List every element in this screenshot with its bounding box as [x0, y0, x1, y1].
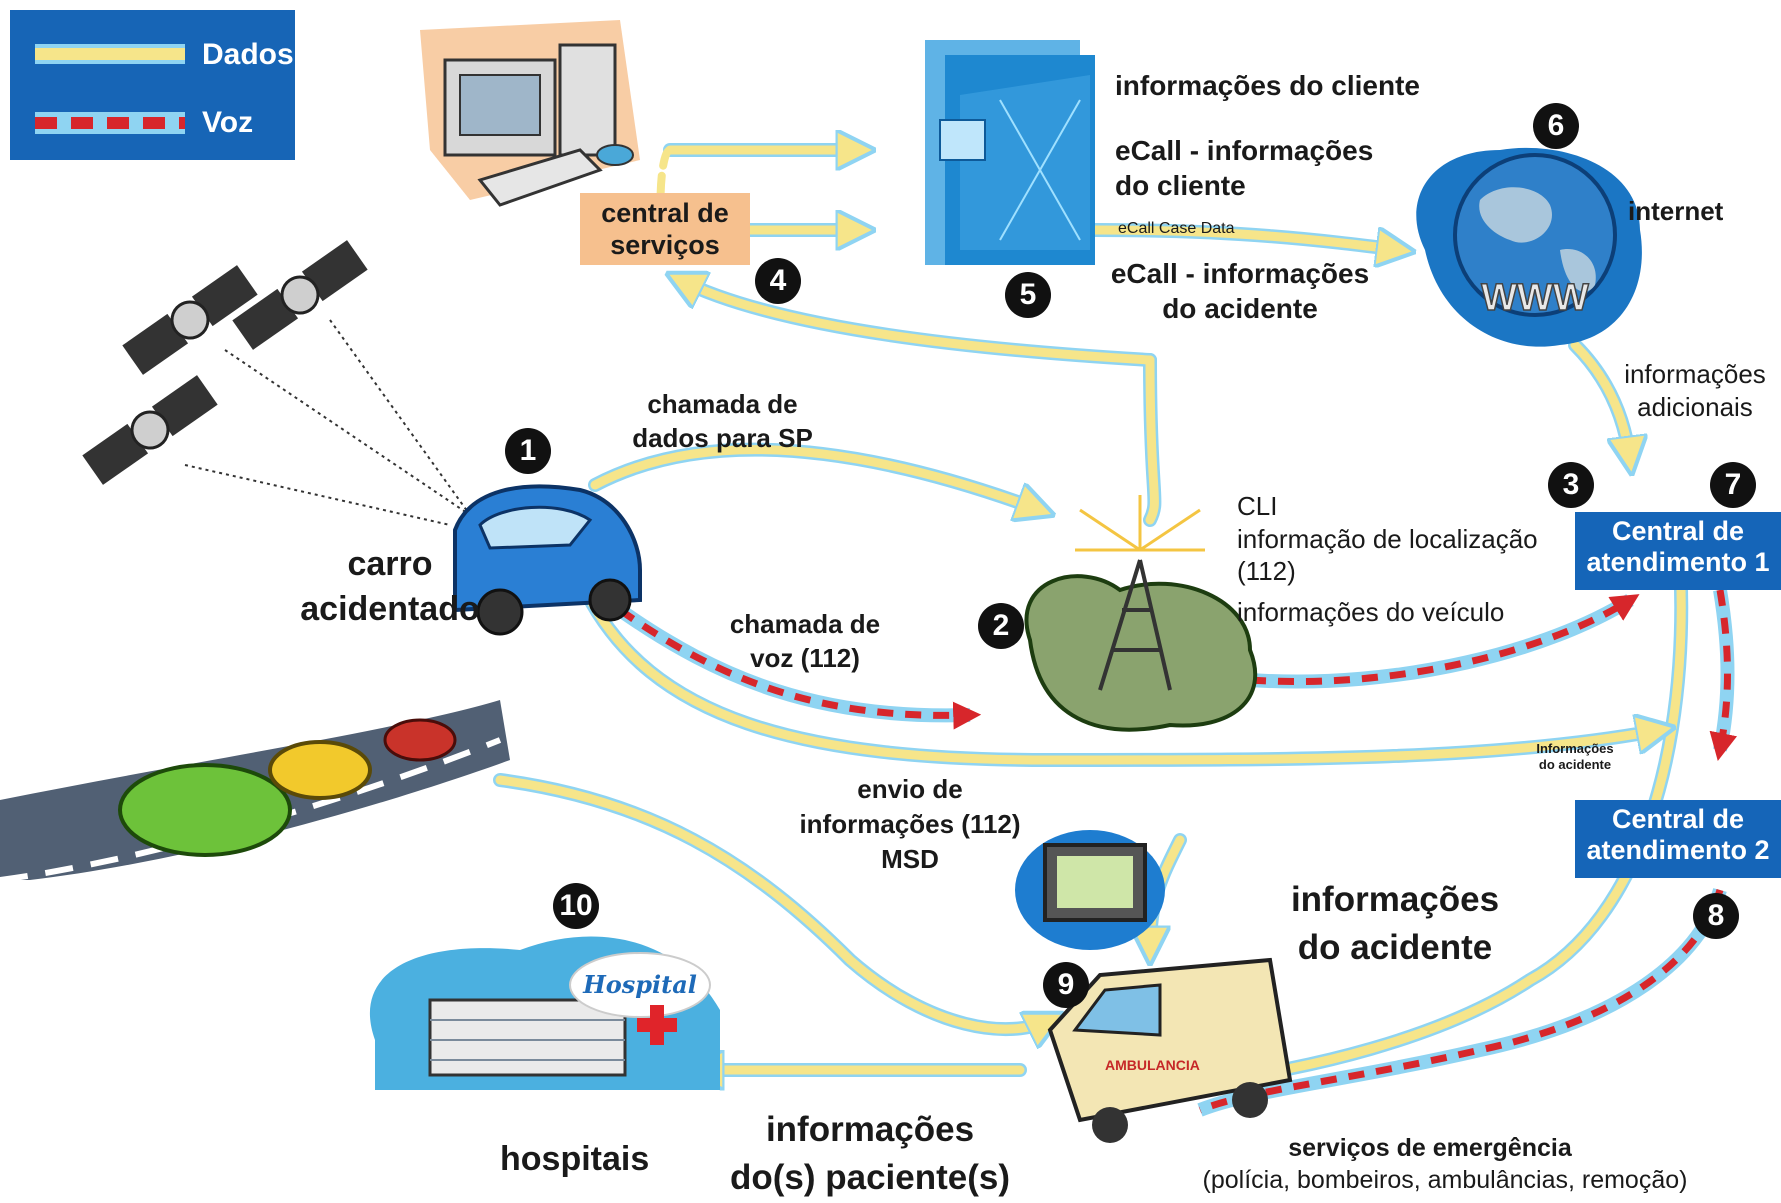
hospitals-label: hospitais: [500, 1140, 650, 1178]
emergency-services-line1: serviços de emergência: [1288, 1134, 1572, 1162]
psap-2-line1: Central de: [1611, 804, 1745, 834]
client-info-label: informações do cliente: [1115, 70, 1420, 101]
service-center-line2: serviços: [610, 230, 720, 260]
road-with-cars-icon: [0, 700, 510, 883]
step-4-badge: 4: [755, 258, 801, 304]
legend-voice-label: Voz: [202, 106, 254, 139]
ambulance-icon: AMBULANCIA: [1047, 957, 1293, 1143]
voice-call-line1: chamada de: [729, 609, 881, 639]
ecall-accident-line2: do acidente: [1162, 293, 1318, 324]
data-call-line2: dados para SP: [632, 423, 813, 453]
accident-info-line2: do acidente: [1297, 928, 1493, 967]
psap-1-line2: atendimento 1: [1586, 547, 1770, 578]
ecall-client-line1: eCall - informações: [1115, 135, 1374, 166]
step-3-badge: 3: [1548, 462, 1594, 508]
data-flows: [493, 150, 1689, 1080]
step-9-badge: 9: [1043, 962, 1089, 1008]
psap-1-box: Central de atendimento 1: [1575, 512, 1781, 590]
ecall-case-data-label: eCall Case Data: [1118, 220, 1235, 237]
crashed-car-line2: acidentado: [300, 590, 480, 628]
additional-info-line1: informações: [1624, 359, 1766, 389]
service-center-box: central de serviços: [580, 193, 750, 265]
voice-call-line2: voz (112): [750, 643, 860, 673]
crashed-car-line1: carro: [347, 545, 433, 583]
ecall-accident-line1: eCall - informações: [1110, 258, 1370, 289]
small-accident-info-line1: Informações: [1536, 741, 1614, 756]
location-info-line2: (112): [1237, 556, 1296, 586]
small-accident-info-line2: do acidente: [1538, 757, 1612, 772]
data-line-swatch: [35, 44, 185, 64]
psap-1-line1: Central de: [1611, 516, 1745, 546]
vehicle-info-label: informações do veículo: [1237, 597, 1505, 627]
satellites-icon: [82, 240, 471, 526]
internet-label: internet: [1628, 196, 1724, 226]
voice-line-swatch: [35, 112, 185, 134]
accident-info-line1: informações: [1290, 880, 1500, 919]
send-info-line1: envio de: [857, 774, 963, 804]
service-center-line1: central de: [601, 198, 729, 228]
location-info-line1: informação de localização: [1237, 524, 1538, 554]
step-7-badge: 7: [1710, 462, 1756, 508]
send-info-line2: informações (112): [799, 809, 1021, 839]
patient-info-line1: informações: [765, 1110, 975, 1149]
gps-device-icon: [1015, 830, 1165, 950]
hospital-sign-label: Hospital: [582, 970, 697, 999]
crashed-car-icon: [453, 484, 642, 636]
legend-data-label: Dados: [202, 38, 294, 71]
step-8-badge: 8: [1693, 893, 1739, 939]
step-1-badge: 1: [505, 428, 551, 474]
data-call-line1: chamada de: [647, 389, 798, 419]
step-2-badge: 2: [978, 603, 1024, 649]
cell-tower-icon: [1024, 495, 1258, 732]
additional-info-line2: adicionais: [1637, 392, 1753, 422]
computer-icon: [420, 20, 640, 207]
globe-icon: WWW: [1416, 147, 1642, 347]
step-6-badge: 6: [1533, 103, 1579, 149]
www-label: WWW: [1481, 277, 1589, 319]
step-5-badge: 5: [1005, 272, 1051, 318]
step-10-badge: 10: [553, 883, 599, 929]
ecall-client-line2: do cliente: [1115, 170, 1246, 201]
cli-label: CLI: [1237, 491, 1278, 521]
ambulance-text: AMBULANCIA: [1105, 1057, 1200, 1073]
psap-2-box: Central de atendimento 2: [1575, 800, 1781, 878]
legend-box: Dados Voz: [10, 10, 295, 160]
send-info-line3: MSD: [881, 844, 939, 874]
hospital-icon: Hospital: [369, 936, 720, 1090]
emergency-services-line2: (polícia, bombeiros, ambulâncias, remoçã…: [1202, 1166, 1688, 1194]
psap-2-line2: atendimento 2: [1586, 835, 1770, 866]
server-panel-icon: [925, 40, 1095, 265]
patient-info-line2: do(s) paciente(s): [729, 1158, 1011, 1197]
